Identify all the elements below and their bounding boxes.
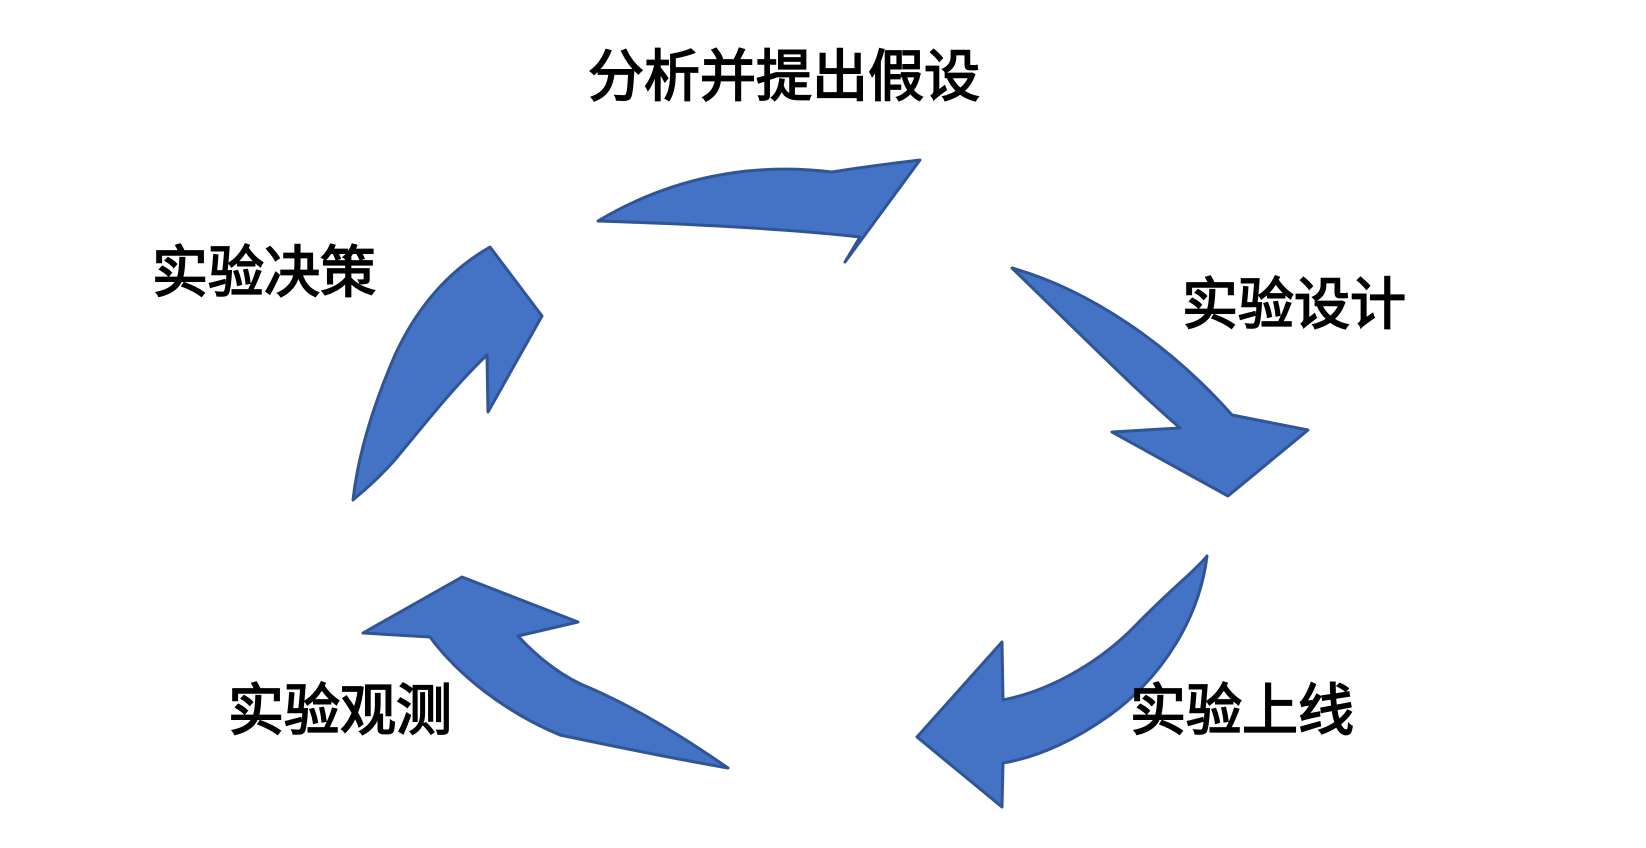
curved-arrow-top-icon: [596, 158, 922, 264]
curved-arrow-bottom-left-icon: [361, 575, 730, 770]
curved-arrow-right-icon: [1010, 266, 1310, 498]
curved-arrow-bottom-right-icon: [915, 554, 1209, 809]
step-label-experiment-observe: 实验观测: [228, 681, 452, 743]
step-label-experiment-decide: 实验决策: [152, 243, 376, 305]
step-label-analyze-hypothesize: 分析并提出假设: [588, 47, 980, 109]
step-label-experiment-launch: 实验上线: [1130, 681, 1354, 743]
step-label-experiment-design: 实验设计: [1182, 275, 1406, 337]
curved-arrow-left-icon: [351, 245, 544, 502]
